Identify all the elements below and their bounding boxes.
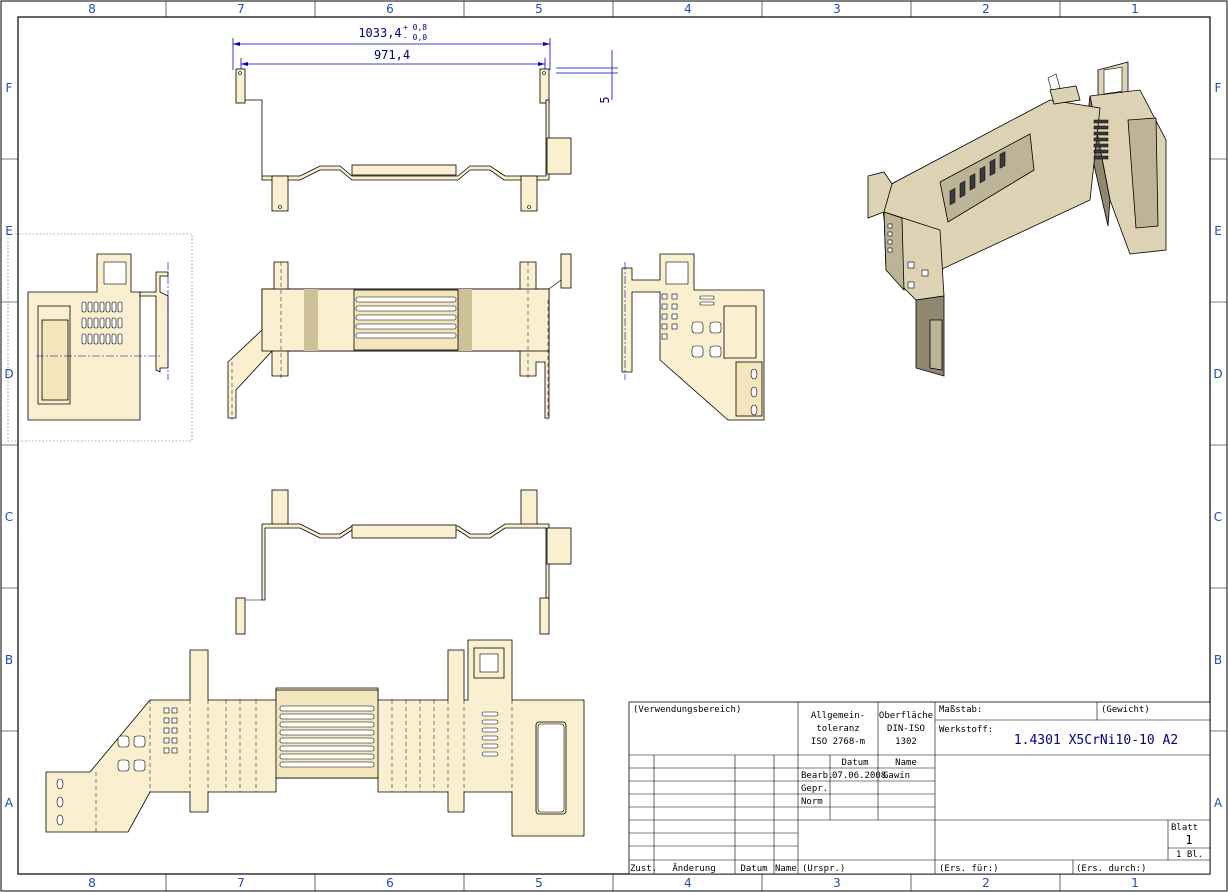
- zone-col-label: 8: [88, 876, 96, 890]
- zone-col-label: 6: [386, 876, 394, 890]
- zone-row-label: F: [6, 81, 13, 95]
- rev-zust-header: Zust.: [630, 864, 657, 874]
- zone-row-label: D: [1213, 367, 1222, 381]
- general-tolerance-line1: Allgemein-: [811, 711, 865, 721]
- rev-aenderung-header: Änderung: [672, 863, 715, 874]
- zone-row-label: B: [1214, 653, 1222, 667]
- replaces-label: (Ers. für:): [939, 864, 999, 874]
- zone-col-label: 4: [684, 876, 692, 890]
- row-bearb-date: 07.06.2008: [832, 771, 886, 781]
- zone-row-label: A: [5, 796, 14, 810]
- dimension-overall: 1033,4: [358, 26, 401, 40]
- replaced-by-label: (Ers. durch:): [1076, 864, 1146, 874]
- dimension-inner: 971,4: [374, 48, 410, 62]
- flat-pattern-view: [45, 639, 585, 837]
- general-tolerance-line3: ISO 2768-m: [811, 737, 865, 747]
- zone-row-label: A: [1214, 796, 1223, 810]
- row-bearb-name: Gawin: [883, 771, 910, 781]
- zone-col-label: 1: [1131, 2, 1139, 16]
- zone-row-label: D: [4, 367, 13, 381]
- dimension-tolerance-lower: - 0,0: [403, 33, 427, 42]
- left-side-view: [7, 233, 193, 442]
- surface-line1: Oberfläche: [879, 711, 933, 721]
- front-slots: [355, 296, 457, 339]
- sheet-count: 1 Bl.: [1176, 850, 1203, 860]
- rev-datum-header: Datum: [740, 864, 767, 874]
- zone-col-label: 4: [684, 2, 692, 16]
- zone-row-label: E: [1214, 224, 1222, 238]
- zone-row-label: C: [5, 510, 13, 524]
- surface-line2: DIN-ISO: [887, 724, 925, 734]
- rev-name-header: Name: [775, 864, 797, 874]
- bottom-view-profile: [235, 489, 572, 635]
- zone-col-label: 7: [237, 2, 245, 16]
- left-side-slots: [81, 301, 123, 345]
- zone-col-label: 3: [833, 2, 841, 16]
- zone-col-label: 2: [982, 2, 990, 16]
- zone-columns-bottom: 8 7 6 5 4 3 2 1: [88, 876, 1139, 890]
- zone-col-label: 3: [833, 876, 841, 890]
- weight-label: (Gewicht): [1101, 705, 1150, 715]
- zone-col-label: 6: [386, 2, 394, 16]
- zone-col-label: 8: [88, 2, 96, 16]
- scale-label: Maßstab:: [939, 705, 982, 715]
- origin-label: (Urspr.): [802, 864, 845, 874]
- zone-row-label: C: [1214, 510, 1222, 524]
- zone-col-label: 1: [1131, 876, 1139, 890]
- name-header: Name: [895, 758, 917, 768]
- zone-row-label: E: [5, 224, 13, 238]
- row-gepr-label: Gepr.: [801, 784, 828, 794]
- right-side-view: [621, 253, 765, 421]
- zone-col-label: 2: [982, 876, 990, 890]
- material-value: 1.4301 X5CrNi10-10 A2: [1014, 733, 1178, 748]
- zone-rows-left: F E D C B A: [4, 81, 14, 810]
- sheet-number: 1: [1185, 833, 1192, 847]
- zone-columns-top: 8 7 6 5 4 3 2 1: [88, 2, 1139, 16]
- zone-rows-right: F E D C B A: [1213, 81, 1223, 810]
- surface-line3: 1302: [895, 737, 917, 747]
- general-tolerance-line2: toleranz: [816, 724, 859, 734]
- dimension-offset: 5: [598, 96, 612, 103]
- isometric-view: [867, 61, 1167, 377]
- dimension-tolerance-upper: + 0,8: [403, 23, 427, 32]
- zone-col-label: 7: [237, 876, 245, 890]
- row-norm-label: Norm: [801, 797, 823, 807]
- right-side-holes: [661, 293, 758, 416]
- iso-slots: [949, 151, 1006, 206]
- sheet-label: Blatt: [1171, 823, 1198, 833]
- date-header: Datum: [841, 758, 868, 768]
- front-view: [227, 253, 572, 420]
- zone-col-label: 5: [535, 2, 543, 16]
- zone-row-label: B: [5, 653, 13, 667]
- top-view-profile: [235, 68, 572, 212]
- flat-pattern-slots: [56, 705, 499, 826]
- material-label: Werkstoff:: [939, 725, 993, 735]
- title-block: (Verwendungsbereich) Allgemein- toleranz…: [628, 701, 1211, 875]
- iso-vents: [1093, 119, 1109, 160]
- row-bearb-label: Bearb.: [801, 771, 834, 781]
- dimension-annotations: 1033,4 + 0,8 - 0,0 971,4 5: [232, 23, 618, 104]
- zone-row-label: F: [1215, 81, 1222, 95]
- usage-area-label: (Verwendungsbereich): [633, 705, 741, 715]
- zone-col-label: 5: [535, 876, 543, 890]
